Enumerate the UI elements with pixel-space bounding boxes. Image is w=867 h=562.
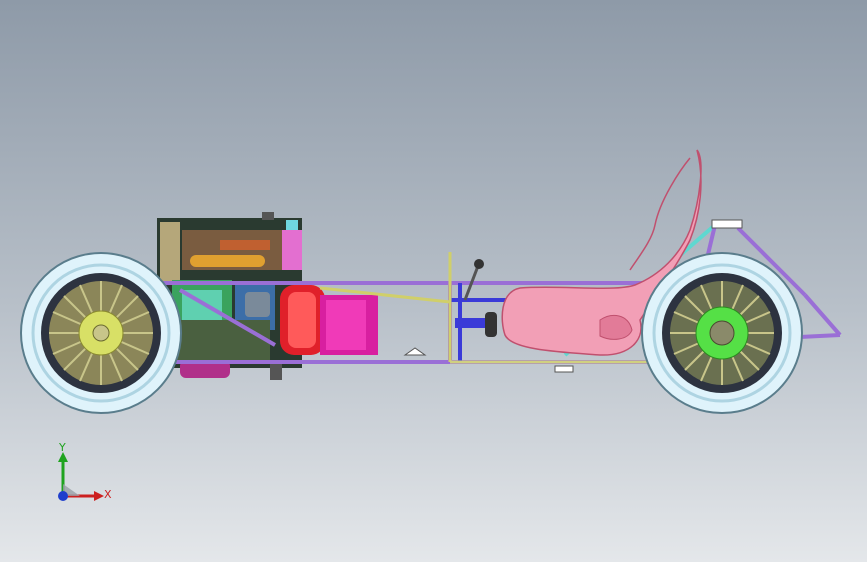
flywheel-housing[interactable] — [280, 285, 325, 355]
driver-seat[interactable] — [501, 149, 702, 356]
y-axis-label: Y — [59, 441, 66, 454]
floor-bracket — [403, 347, 574, 373]
x-axis-label: X — [104, 488, 112, 501]
axis-triad — [58, 452, 104, 501]
frame-diagonal — [319, 252, 452, 362]
front-wheel[interactable] — [20, 252, 182, 414]
gear-shifter[interactable] — [455, 259, 497, 337]
transmission[interactable] — [320, 295, 378, 355]
rear-wheel[interactable] — [641, 252, 803, 414]
z-axis-dot — [58, 491, 68, 501]
